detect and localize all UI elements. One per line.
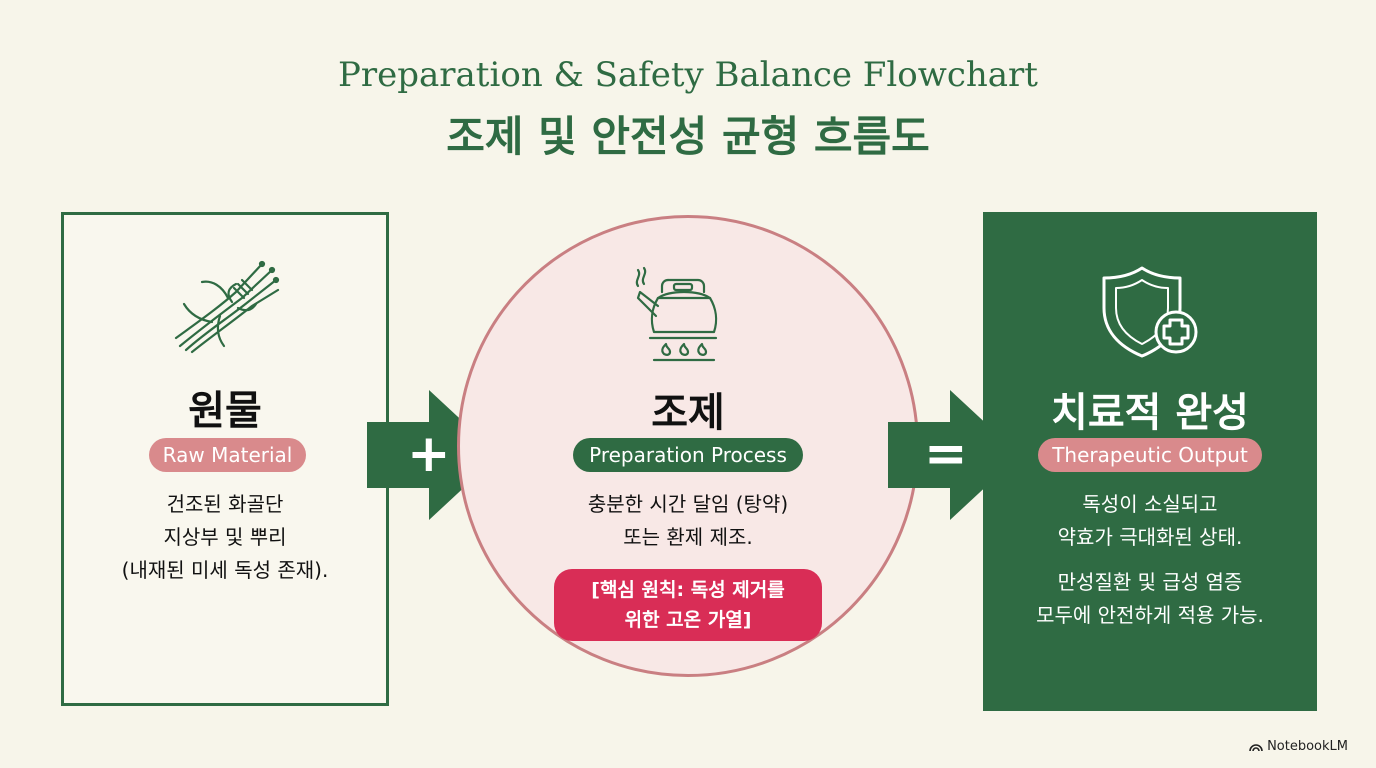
kettle-on-stove-icon <box>628 258 728 368</box>
therapeutic-output-heading: 치료적 완성 <box>1051 390 1249 436</box>
therapeutic-output-description: 독성이 소실되고 약효가 극대화된 상태. <box>1057 492 1243 549</box>
notebooklm-watermark: NotebookLM <box>1249 739 1348 754</box>
equals-sign: = <box>924 424 968 484</box>
page-title-ko: 조제 및 안전성 균형 흐름도 <box>446 112 930 161</box>
preparation-description: 충분한 시간 달임 (탕약) 또는 환제 제조. <box>587 492 789 549</box>
equals-arrow: = <box>888 390 1020 520</box>
therapeutic-output-application: 만성질환 및 급성 염증 모두에 안전하게 적용 가능. <box>1036 570 1264 627</box>
raw-material-heading: 원물 <box>188 388 262 434</box>
plus-sign: + <box>407 424 451 484</box>
shield-plus-icon <box>1100 262 1204 366</box>
page-title-en: Preparation & Safety Balance Flowchart <box>338 55 1038 95</box>
plus-arrow: + <box>367 390 499 520</box>
raw-material-description: 건조된 화골단 지상부 및 뿌리 (내재된 미세 독성 존재). <box>121 492 329 582</box>
preparation-heading: 조제 <box>651 390 725 436</box>
preparation-tag: Preparation Process <box>573 438 803 472</box>
core-principle-badge: [핵심 원칙: 독성 제거를 위한 고온 가열] <box>554 569 822 641</box>
notebooklm-logo-icon <box>1249 743 1263 751</box>
therapeutic-output-tag: Therapeutic Output <box>1038 438 1262 472</box>
raw-material-tag: Raw Material <box>149 438 306 472</box>
herb-bundle-icon <box>172 258 282 358</box>
